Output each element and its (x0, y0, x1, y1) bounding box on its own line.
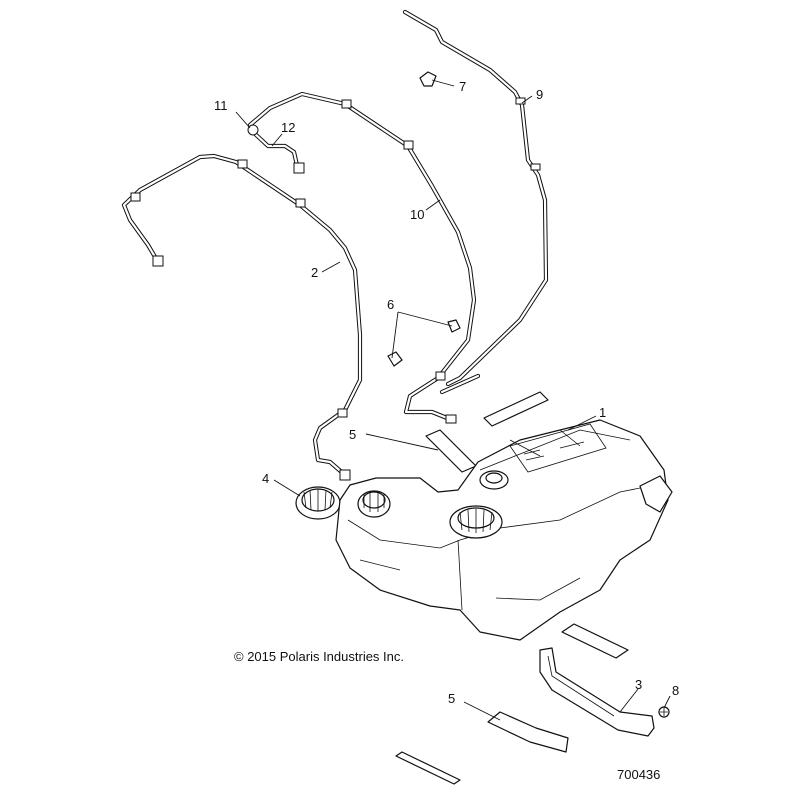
leader-3 (619, 688, 639, 713)
leader-11 (235, 111, 251, 129)
pad-strip-bottom-left (395, 751, 461, 785)
callout-4: 4 (262, 471, 269, 486)
leader-5a (365, 433, 439, 451)
callout-7: 7 (459, 79, 466, 94)
drawing-number: 700436 (617, 767, 661, 782)
callout-11: 11 (214, 98, 228, 113)
leader-7 (431, 79, 455, 87)
fuel-cap-part-4 (295, 486, 341, 520)
leader-12 (271, 133, 283, 147)
callout-1: 1 (599, 405, 606, 420)
clip-part-7 (419, 71, 437, 87)
callout-12: 12 (281, 120, 295, 135)
bolt-part-8 (658, 706, 670, 718)
leader-6b (391, 311, 399, 359)
leader-8 (663, 695, 671, 709)
callout-10: 10 (410, 207, 424, 222)
callout-3: 3 (635, 677, 642, 692)
leader-1 (567, 415, 597, 431)
fuel-line-part-10 (247, 91, 481, 424)
leader-10 (425, 199, 441, 211)
pad-strip-bottom (561, 623, 629, 659)
leader-4 (273, 479, 301, 497)
leader-lines (235, 79, 671, 721)
vent-line-part-9 (402, 9, 549, 387)
callout-8: 8 (672, 683, 679, 698)
callout-5-lower: 5 (448, 691, 455, 706)
callout-5-upper: 5 (349, 427, 356, 442)
callout-2: 2 (311, 265, 318, 280)
leader-9 (521, 95, 533, 104)
pad-strip-top (483, 391, 549, 427)
pad-part-5-lower (487, 711, 569, 753)
fuel-tank-part-1 (335, 419, 673, 641)
fuel-line-part-2 (121, 153, 363, 481)
callout-numbers: 1 2 3 4 5 5 6 7 8 9 10 11 12 (214, 79, 679, 706)
callout-9: 9 (536, 87, 543, 102)
leader-5b (463, 701, 501, 721)
strap-part-3 (539, 647, 655, 737)
clamp-part-11 (247, 124, 259, 136)
copyright-notice: © 2015 Polaris Industries Inc. (234, 649, 404, 664)
leader-6a (397, 311, 453, 327)
leader-2 (321, 261, 341, 273)
clip-part-6 (387, 319, 461, 367)
pad-part-5-upper (425, 429, 477, 473)
callout-6: 6 (387, 297, 394, 312)
hose-part-12 (250, 129, 305, 174)
